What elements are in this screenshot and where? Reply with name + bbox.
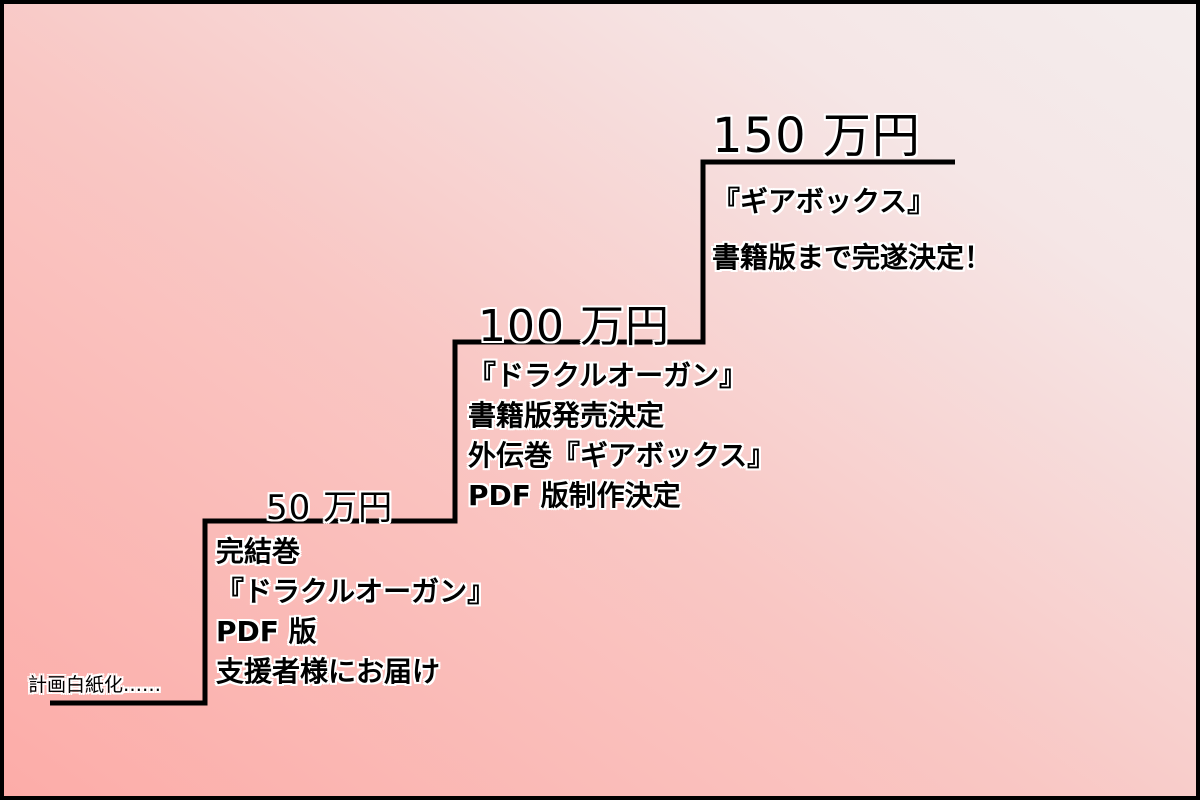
step-0-label: 計画白紙化…… xyxy=(28,674,162,696)
step-3-amount: 150 万円 xyxy=(712,108,921,164)
step-1-line: 『ドラクルオーガン』 xyxy=(216,575,496,608)
step-1-line: 支援者様にお届け xyxy=(216,655,441,688)
step-1-description: 完結巻 『ドラクルオーガン』 PDF 版 支援者様にお届け xyxy=(216,532,495,692)
step-2-line: PDF 版制作決定 xyxy=(468,479,681,512)
step-2-line: 外伝巻『ギアボックス』 xyxy=(468,439,776,472)
step-1-amount: 50 万円 xyxy=(266,488,394,528)
step-2-line: 書籍版発売決定 xyxy=(468,399,665,432)
step-3-line: 『ギアボックス』 xyxy=(712,185,936,218)
step-3-description: 『ギアボックス』 書籍版まで完遂決定！ xyxy=(712,174,992,286)
step-2-amount: 100 万円 xyxy=(478,301,670,352)
step-1-line: 完結巻 xyxy=(216,535,301,568)
step-1-line: PDF 版 xyxy=(216,615,317,648)
step-2-description: 『ドラクルオーガン』 書籍版発売決定 外伝巻『ギアボックス』 PDF 版制作決定 xyxy=(468,356,775,516)
step-2-line: 『ドラクルオーガン』 xyxy=(468,359,748,392)
step-3-line: 書籍版まで完遂決定！ xyxy=(712,241,993,274)
